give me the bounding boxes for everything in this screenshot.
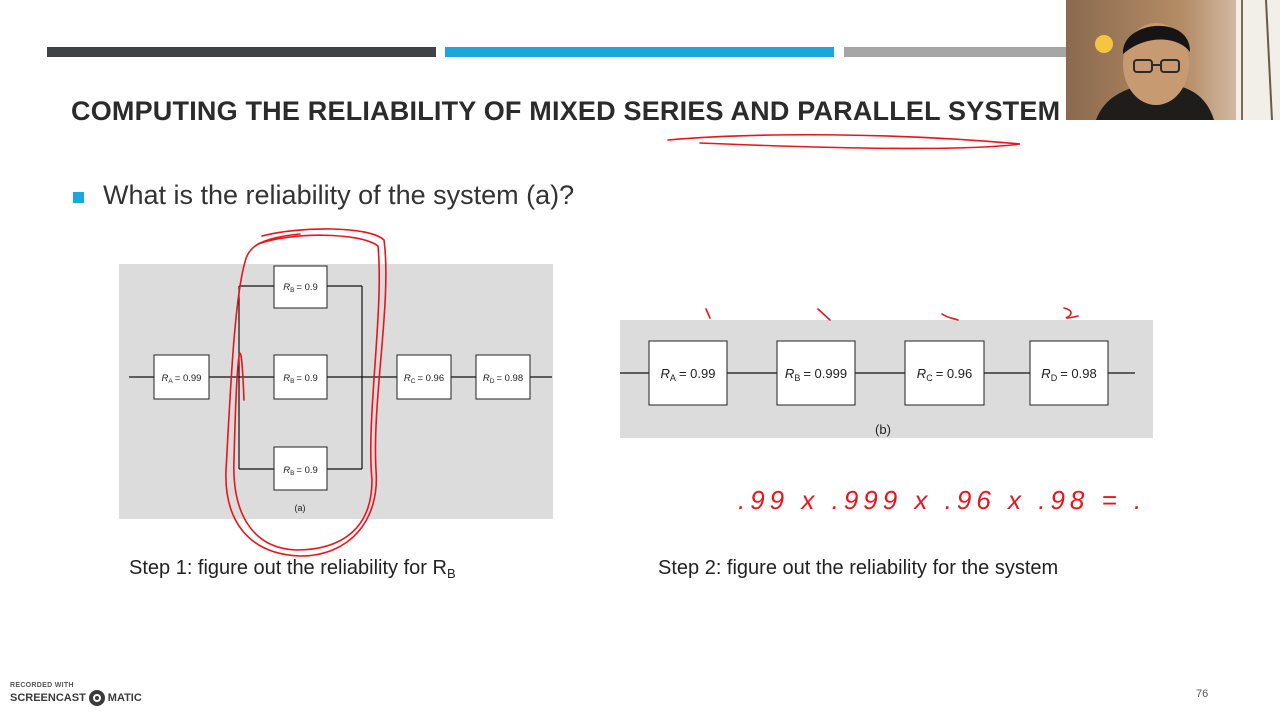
label-rb-bottom: RB= 0.9	[283, 465, 318, 477]
caption-b: (b)	[875, 422, 891, 437]
question-text: What is the reliability of the system (a…	[103, 180, 575, 210]
block-b-rb	[776, 340, 856, 406]
step1-text: Step 1: figure out the reliability for R	[129, 557, 447, 579]
label-b-ra: RA= 0.99	[661, 366, 716, 383]
diagram-a: RB= 0.9 RB= 0.9 RB= 0.9 RA= 0.99 RC= 0.9…	[119, 264, 553, 519]
label-rd: RD= 0.98	[483, 373, 523, 385]
header-bar-gray	[844, 47, 1084, 57]
diagram-b: RA= 0.99 RB= 0.999 RC= 0.96 RD= 0.98 (b)	[620, 320, 1153, 438]
label-b-rc: RC= 0.96	[917, 366, 972, 383]
label-rb-middle: RB= 0.9	[283, 373, 318, 385]
block-rd	[475, 354, 531, 400]
bullet-icon	[73, 192, 84, 203]
ink-tick-2	[817, 308, 831, 321]
header-bar-dark	[47, 47, 436, 57]
ink-tick-1	[705, 308, 711, 319]
watermark: RECORDED WITH SCREENCAST MATIC	[10, 682, 142, 706]
caption-a: (a)	[295, 503, 306, 513]
label-ra: RA= 0.99	[162, 373, 202, 385]
block-b-ra	[648, 340, 728, 406]
screencast-logo-icon	[88, 690, 105, 706]
watermark-line1: RECORDED WITH	[10, 682, 74, 689]
block-b-rc	[904, 340, 985, 406]
page-number: 76	[1196, 688, 1209, 700]
label-rc: RC= 0.96	[404, 373, 444, 385]
label-rb-top: RB= 0.9	[283, 282, 318, 294]
step1-caption: Step 1: figure out the reliability for R…	[129, 557, 456, 581]
watermark-matic: MATIC	[107, 692, 142, 704]
block-ra	[153, 354, 210, 400]
ink-tick-4	[1063, 307, 1079, 319]
label-b-rd: RD= 0.98	[1041, 366, 1096, 383]
watermark-screencast: SCREENCAST	[10, 692, 86, 704]
slide-title: COMPUTING THE RELIABILITY OF MIXED SERIE…	[71, 96, 1061, 126]
header-bar-accent	[445, 47, 834, 57]
block-rc	[396, 354, 452, 400]
webcam-overlay	[1066, 0, 1280, 120]
ink-underline	[667, 133, 1021, 150]
webcam-image	[1066, 0, 1280, 120]
block-b-rd	[1029, 340, 1109, 406]
step1-subscript: B	[446, 566, 456, 581]
step2-caption: Step 2: figure out the reliability for t…	[658, 557, 1059, 579]
ink-equation: .99 x .999 x .96 x .98 = .	[738, 485, 1146, 515]
label-b-rb: RB= 0.999	[785, 366, 847, 383]
